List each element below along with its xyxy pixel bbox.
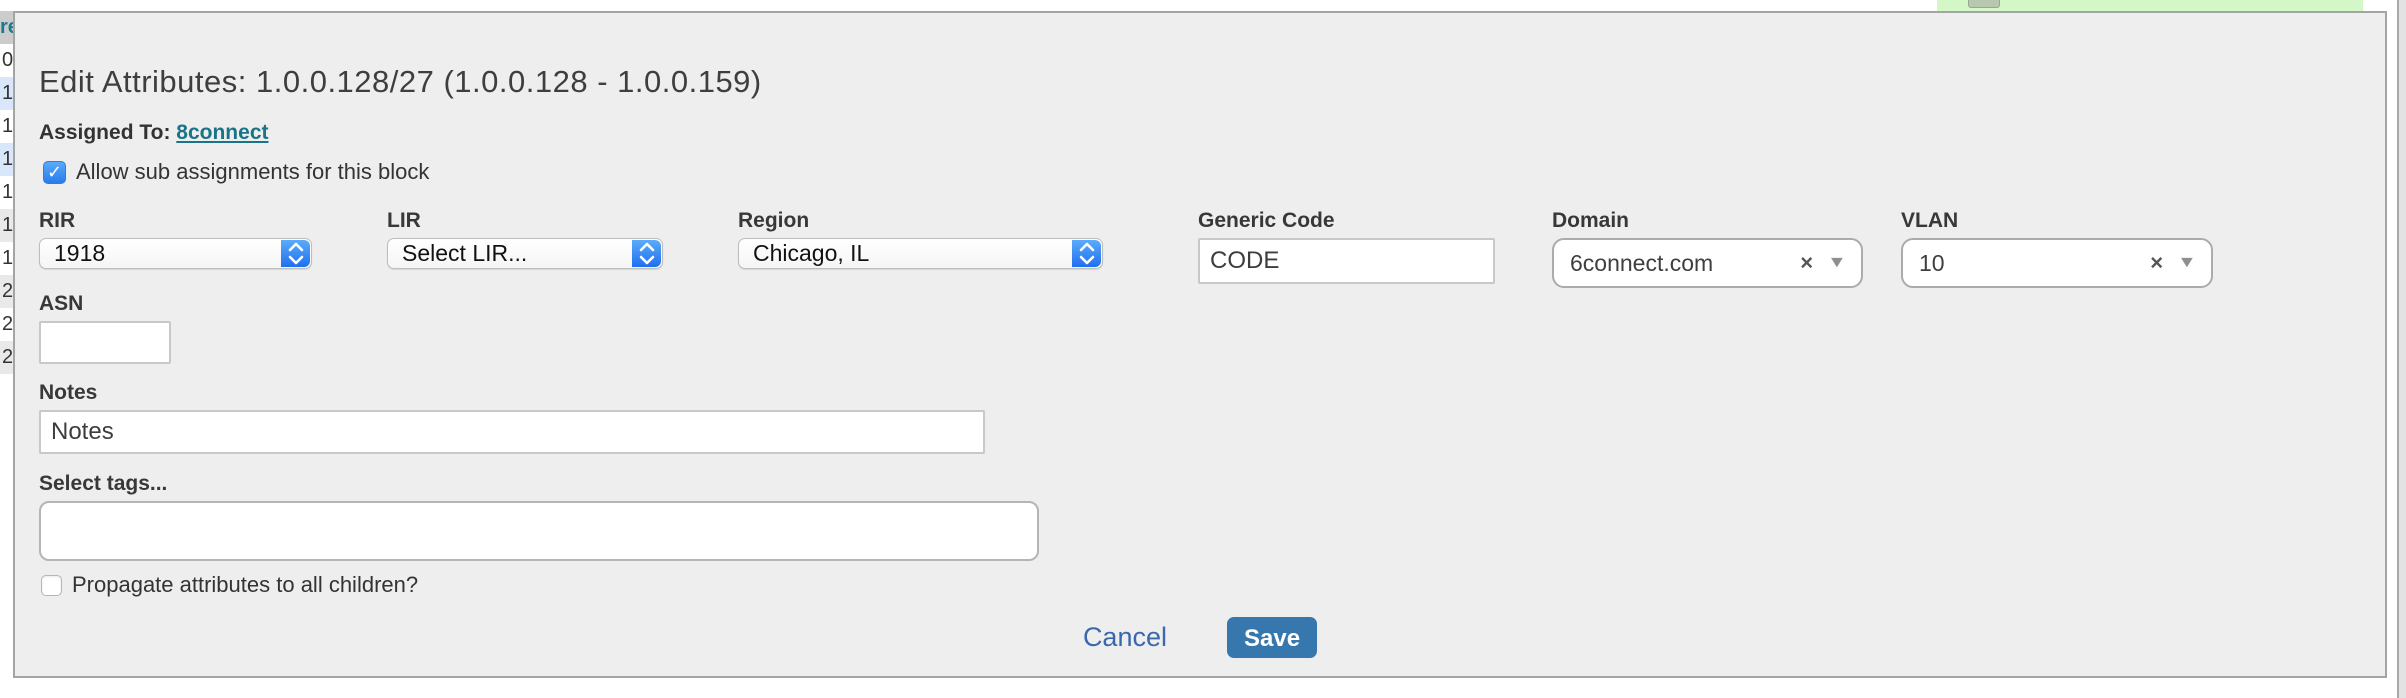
table-row: 20 bbox=[0, 275, 13, 308]
table-row: 19 bbox=[0, 242, 13, 275]
domain-field: Domain 6connect.com × ▼ bbox=[1552, 209, 1863, 288]
region-field: Region Chicago, IL bbox=[738, 209, 1103, 269]
vlan-label: VLAN bbox=[1901, 209, 1959, 232]
chevron-up-down-icon bbox=[281, 240, 310, 267]
domain-combobox[interactable]: 6connect.com × ▼ bbox=[1552, 238, 1863, 288]
propagate-label: Propagate attributes to all children? bbox=[72, 572, 419, 597]
asn-input[interactable] bbox=[39, 321, 171, 364]
tags-field: Select tags... bbox=[39, 472, 1039, 561]
notes-field: Notes bbox=[39, 381, 985, 454]
allow-sub-checkbox[interactable]: ✓ bbox=[43, 160, 66, 184]
notification-widget-fragment bbox=[1968, 0, 2000, 8]
table-row: 12 bbox=[0, 77, 13, 110]
table-row: 0. bbox=[0, 44, 13, 77]
table-row: 23 bbox=[0, 341, 13, 374]
generic-code-label: Generic Code bbox=[1198, 209, 1335, 232]
clear-x-icon[interactable]: × bbox=[1800, 250, 1814, 275]
table-row: 16 bbox=[0, 110, 13, 143]
background-table-left-edge: re 0. 12 16 19 19 19 19 20 20 23 bbox=[0, 11, 13, 374]
domain-value: 6connect.com bbox=[1570, 249, 1714, 276]
notification-bar-fragment bbox=[1937, 0, 2363, 11]
allow-sub-label: Allow sub assignments for this block bbox=[76, 159, 430, 184]
page-scrollbar-track[interactable] bbox=[2397, 0, 2406, 698]
rir-select[interactable]: 1918 bbox=[39, 238, 312, 269]
clear-x-icon[interactable]: × bbox=[2150, 250, 2164, 275]
generic-code-input[interactable] bbox=[1198, 238, 1495, 284]
region-select[interactable]: Chicago, IL bbox=[738, 238, 1103, 269]
assigned-to-label: Assigned To: bbox=[39, 121, 171, 144]
checkmark-icon: ✓ bbox=[46, 161, 63, 182]
vlan-combobox[interactable]: 10 × ▼ bbox=[1901, 238, 2213, 288]
chevron-up-down-icon bbox=[1072, 240, 1101, 267]
dropdown-arrow-icon[interactable]: ▼ bbox=[1827, 254, 1847, 271]
edit-attributes-modal: Edit Attributes: 1.0.0.128/27 (1.0.0.128… bbox=[13, 11, 2387, 678]
allow-sub-assignments-row: ✓ Allow sub assignments for this block bbox=[43, 159, 429, 185]
modal-title: Edit Attributes: 1.0.0.128/27 (1.0.0.128… bbox=[39, 64, 762, 99]
table-row: 19 bbox=[0, 209, 13, 242]
region-select-value: Chicago, IL bbox=[753, 240, 870, 266]
lir-field: LIR Select LIR... bbox=[387, 209, 663, 269]
rir-field: RIR 1918 bbox=[39, 209, 312, 269]
table-row: 19 bbox=[0, 176, 13, 209]
lir-select[interactable]: Select LIR... bbox=[387, 238, 663, 269]
chevron-up-down-icon bbox=[632, 240, 661, 267]
save-button[interactable]: Save bbox=[1226, 617, 1318, 658]
modal-actions: Cancel Save bbox=[15, 617, 2385, 658]
asn-label: ASN bbox=[39, 292, 84, 315]
propagate-checkbox[interactable]: ✓ bbox=[41, 574, 62, 596]
background-table-header-fragment: re bbox=[0, 11, 13, 44]
rir-label: RIR bbox=[39, 209, 76, 232]
rir-select-value: 1918 bbox=[54, 240, 106, 266]
notes-label: Notes bbox=[39, 381, 98, 404]
table-row: 20 bbox=[0, 308, 13, 341]
assigned-to-row: Assigned To: 8connect bbox=[39, 121, 269, 145]
generic-code-field: Generic Code bbox=[1198, 209, 1495, 284]
propagate-row: ✓ Propagate attributes to all children? bbox=[41, 572, 418, 598]
lir-label: LIR bbox=[387, 209, 421, 232]
table-row: 19 bbox=[0, 143, 13, 176]
tags-input[interactable] bbox=[39, 501, 1039, 561]
notes-input[interactable] bbox=[39, 410, 985, 454]
assigned-to-link[interactable]: 8connect bbox=[176, 121, 269, 144]
tags-label: Select tags... bbox=[39, 472, 168, 495]
domain-label: Domain bbox=[1552, 209, 1630, 232]
dropdown-arrow-icon[interactable]: ▼ bbox=[2177, 254, 2197, 271]
vlan-value: 10 bbox=[1919, 249, 1945, 276]
cancel-button[interactable]: Cancel bbox=[1082, 622, 1167, 652]
region-label: Region bbox=[738, 209, 810, 232]
lir-select-value: Select LIR... bbox=[402, 240, 528, 266]
vlan-field: VLAN 10 × ▼ bbox=[1901, 209, 2213, 288]
asn-field: ASN bbox=[39, 292, 171, 364]
